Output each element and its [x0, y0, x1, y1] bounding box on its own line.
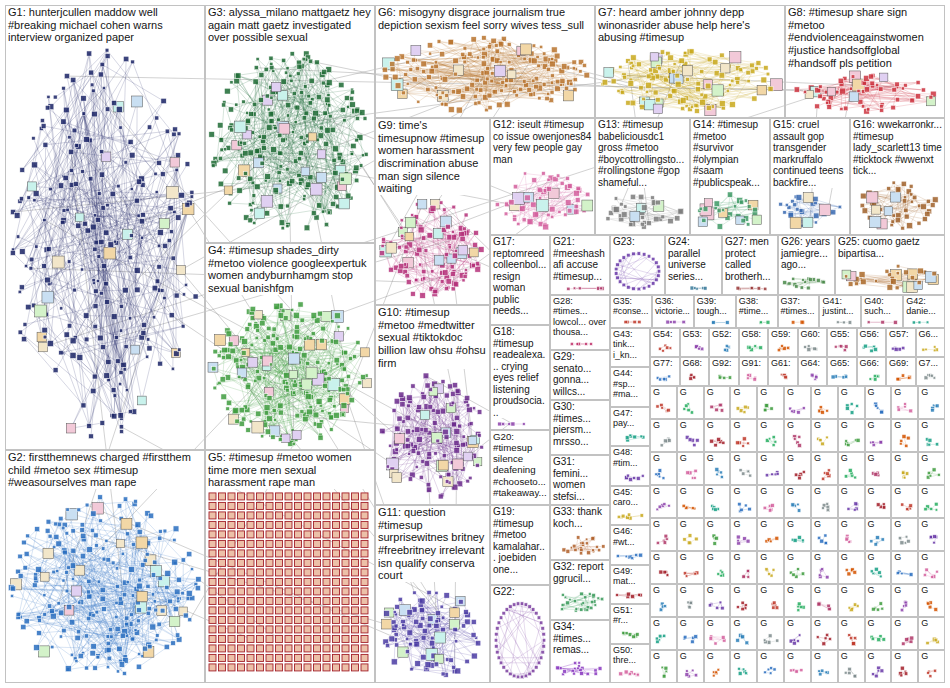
graph-canvas: G1: hunterjcullen maddow well #breaking … [0, 0, 950, 688]
